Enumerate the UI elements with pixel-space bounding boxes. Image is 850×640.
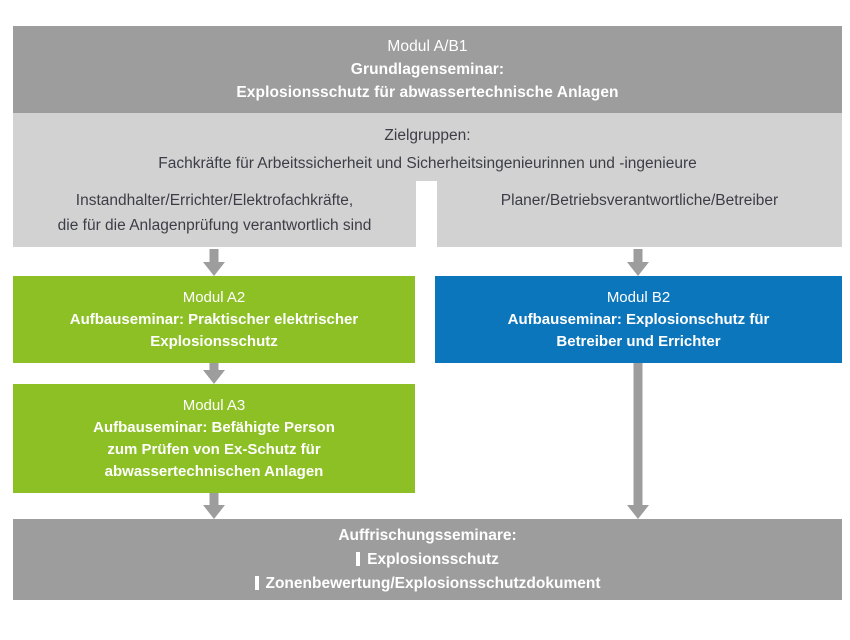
column-divider	[416, 181, 437, 247]
refresher-item-1-row: Explosionsschutz	[356, 548, 499, 572]
target-group-left-column: Instandhalter/Errichter/Elektrofachkräft…	[13, 188, 416, 238]
module-a2-line-3: Explosionsschutz	[150, 332, 278, 350]
module-ab1-box: Modul A/B1 Grundlagenseminar: Explosions…	[13, 26, 842, 113]
arrow-stem	[209, 493, 219, 505]
refresher-item-2: Zonenbewertung/Explosionsschutzdokument	[265, 574, 601, 592]
arrow-down-icon-to-module-b2	[622, 249, 654, 276]
arrow-head	[203, 370, 225, 384]
arrow-head	[203, 505, 225, 519]
module-a3-line-2: Aufbauseminar: Befähigte Person	[93, 418, 335, 436]
arrow-stem	[209, 363, 219, 370]
module-a3-line-4: abwassertechnischen Anlagen	[104, 462, 324, 480]
module-b2-line-2: Aufbauseminar: Explosionschutz für	[507, 310, 770, 328]
arrow-stem	[633, 249, 643, 262]
target-groups-subheading: Fachkräfte für Arbeitssicherheit und Sic…	[158, 155, 697, 172]
target-groups-header: Zielgruppen: Fachkräfte für Arbeitssiche…	[13, 122, 842, 178]
arrow-down-icon-to-module-a2	[198, 249, 230, 276]
bullet-icon	[254, 575, 259, 590]
arrow-stem	[633, 363, 643, 505]
refresher-item-2-row: Zonenbewertung/Explosionsschutzdokument	[254, 572, 601, 596]
module-b2-box: Modul B2 Aufbauseminar: Explosionschutz …	[435, 276, 842, 363]
bullet-icon	[356, 551, 361, 566]
target-group-left-line-1: Instandhalter/Errichter/Elektrofachkräft…	[75, 192, 354, 209]
module-ab1-subtitle: Grundlagenseminar:	[350, 61, 505, 78]
arrow-stem	[209, 249, 219, 262]
target-group-right-line-1: Planer/Betriebsverantwortliche/Betreiber	[500, 192, 779, 209]
refresher-seminars-box: Auffrischungsseminare: Explosionsschutz …	[13, 519, 842, 600]
module-a2-title: Modul A2	[182, 288, 246, 306]
arrow-down-icon-a2-to-a3	[198, 363, 230, 384]
module-a3-box: Modul A3 Aufbauseminar: Befähigte Person…	[13, 384, 415, 493]
module-b2-title: Modul B2	[606, 288, 671, 306]
arrow-head	[627, 262, 649, 276]
target-groups-heading: Zielgruppen:	[384, 127, 471, 144]
module-ab1-title: Modul A/B1	[387, 38, 468, 55]
arrow-down-icon-a3-to-refresher	[198, 493, 230, 519]
refresher-heading: Auffrischungsseminare:	[338, 526, 517, 544]
target-group-left-line-2: die für die Anlagenprüfung verantwortlic…	[57, 217, 372, 234]
refresher-item-1: Explosionsschutz	[367, 550, 499, 568]
target-group-right-column: Planer/Betriebsverantwortliche/Betreiber	[437, 188, 842, 213]
arrow-head	[627, 505, 649, 519]
module-a3-line-3: zum Prüfen von Ex-Schutz für	[107, 440, 321, 458]
module-a3-title: Modul A3	[182, 396, 246, 414]
arrow-head	[203, 262, 225, 276]
module-a2-box: Modul A2 Aufbauseminar: Praktischer elek…	[13, 276, 415, 363]
module-ab1-description: Explosionsschutz für abwassertechnische …	[236, 84, 619, 101]
module-b2-line-3: Betreiber und Errichter	[556, 332, 721, 350]
target-groups-box: Zielgruppen: Fachkräfte für Arbeitssiche…	[13, 113, 842, 247]
module-a2-line-2: Aufbauseminar: Praktischer elektrischer	[69, 310, 359, 328]
arrow-down-icon-b2-to-refresher	[622, 363, 654, 519]
